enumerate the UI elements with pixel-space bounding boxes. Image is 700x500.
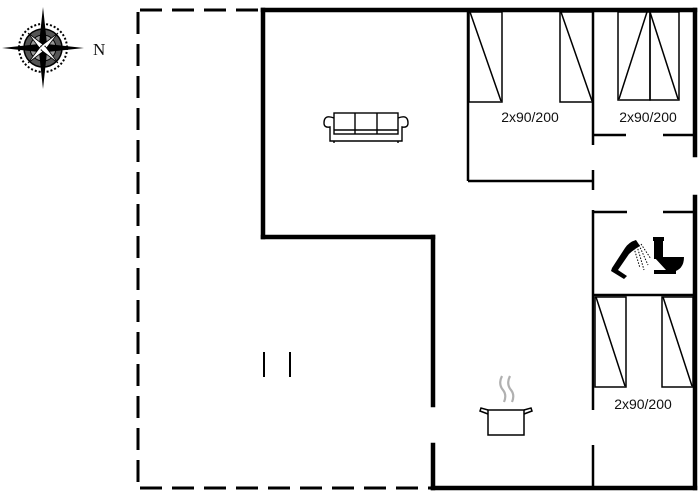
bed-size-label: 2x90/200 — [501, 109, 559, 125]
single-bed-icon — [468, 11, 503, 103]
toilet-icon — [653, 237, 684, 274]
terrace-outline — [136, 8, 432, 490]
bed-size-label: 2x90/200 — [619, 109, 677, 125]
sofa-icon — [323, 112, 409, 143]
terrace-door-marks — [263, 352, 291, 377]
compass-rose-icon — [2, 7, 84, 89]
cooking-pot-icon — [479, 375, 533, 436]
shower-icon — [611, 240, 652, 279]
north-label: N — [93, 40, 105, 59]
double-bed-icon — [617, 11, 680, 101]
interior-walls — [466, 10, 695, 488]
single-bed-icon — [559, 11, 594, 103]
outer-walls — [260, 7, 698, 491]
bed-size-label: 2x90/200 — [614, 396, 672, 412]
single-bed-icon — [594, 296, 627, 388]
single-bed-icon — [661, 296, 694, 388]
